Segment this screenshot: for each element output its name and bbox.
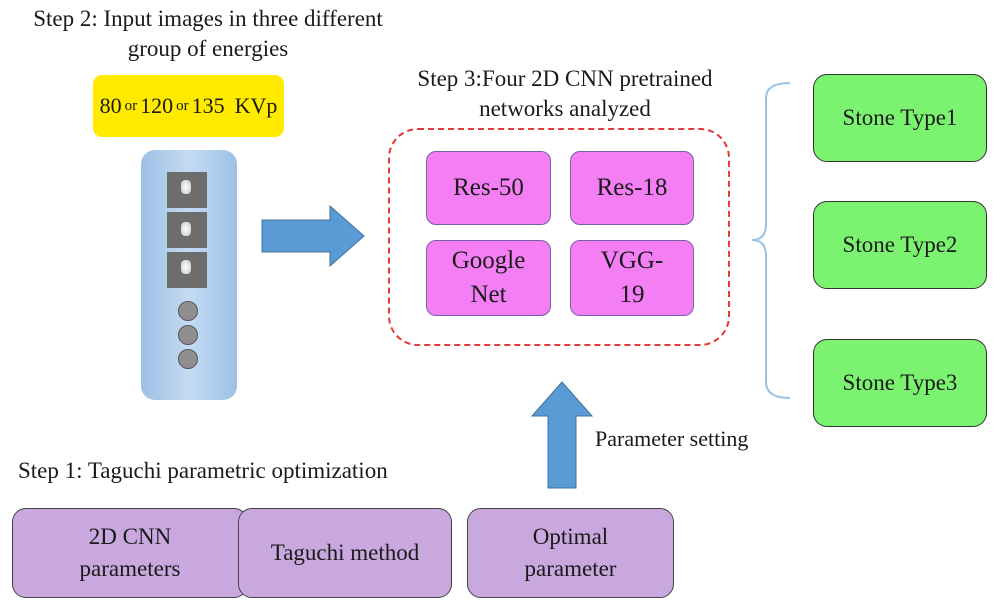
box-optimal-parameter: Optimal parameter (467, 508, 674, 598)
network-res50: Res-50 (426, 151, 551, 225)
box-optimal-parameter-line1: Optimal (532, 524, 609, 549)
stone-spot (181, 260, 191, 274)
box-2d-cnn-parameters-line2: parameters (79, 556, 181, 581)
output-brace (751, 82, 791, 399)
energy-120: 120 (140, 93, 174, 118)
energy-or-1: or (124, 97, 138, 114)
right-arrow (261, 204, 365, 268)
up-arrow (530, 381, 594, 489)
network-vgg19: VGG- 19 (570, 240, 694, 316)
box-taguchi-method-label: Taguchi method (270, 540, 420, 565)
energy-or-2: or (176, 97, 189, 114)
network-googlenet-line1: Google (451, 247, 526, 274)
step1-title: Step 1: Taguchi parametric optimization (18, 458, 388, 483)
network-vgg19-line2: 19 (619, 281, 645, 308)
energy-135: 135 (191, 93, 225, 118)
network-googlenet-line2: Net (470, 281, 507, 308)
box-2d-cnn-parameters: 2D CNN parameters (12, 508, 248, 598)
step3-title-line1: Step 3:Four 2D CNN pretrained (417, 66, 713, 91)
stone-spot (181, 180, 191, 194)
output-stone-type2: Stone Type2 (813, 201, 987, 289)
energy-unit: KVp (234, 93, 278, 118)
ct-image-thumbnail-3 (167, 252, 207, 288)
box-taguchi-method: Taguchi method (238, 508, 452, 598)
energy-80: 80 (99, 93, 122, 118)
stone-spot (181, 222, 191, 236)
step2-title-line2: group of energies (127, 36, 289, 61)
network-res50-label: Res-50 (453, 174, 524, 201)
ellipsis-dot-3 (178, 349, 198, 369)
ct-image-thumbnail-1 (167, 172, 207, 208)
energy-levels-box: 80 or 120 or 135 KVp (93, 75, 284, 137)
output-stone-type3: Stone Type3 (813, 339, 987, 427)
ct-image-thumbnail-2 (167, 212, 207, 248)
network-res18-label: Res-18 (596, 174, 668, 201)
box-optimal-parameter-line2: parameter (524, 556, 617, 581)
parameter-setting-label: Parameter setting (595, 426, 749, 451)
output-stone-type1: Stone Type1 (813, 74, 987, 162)
ellipsis-dot-2 (178, 325, 198, 345)
step2-title-line1: Step 2: Input images in three different (33, 6, 383, 31)
cnn-networks-group (388, 128, 730, 346)
stone-type3-label: Stone Type3 (842, 370, 958, 395)
stone-type2-label: Stone Type2 (842, 232, 958, 257)
step3-title-line2: networks analyzed (479, 96, 651, 121)
ellipsis-dot-1 (178, 301, 198, 321)
network-res18: Res-18 (570, 151, 694, 225)
step2-title: Step 2: Input images in three different … (8, 4, 408, 64)
step3-title: Step 3:Four 2D CNN pretrained networks a… (380, 64, 750, 124)
box-2d-cnn-parameters-line1: 2D CNN (88, 524, 172, 549)
stone-type1-label: Stone Type1 (842, 105, 958, 130)
network-vgg19-line1: VGG- (600, 247, 664, 274)
network-googlenet: Google Net (426, 240, 551, 316)
